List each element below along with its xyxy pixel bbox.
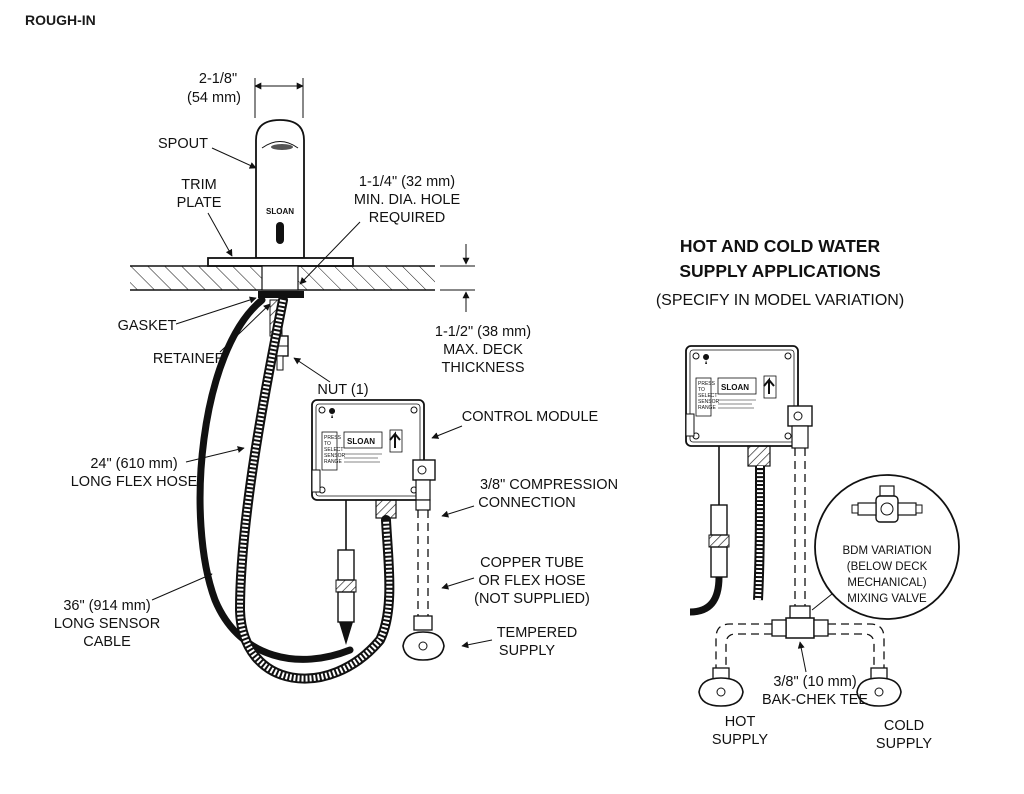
cold-supply-label-1: COLD xyxy=(884,718,924,734)
control-module: PRESS TO SELECT SENSOR RANGE SLOAN xyxy=(311,399,425,501)
tee-label-1: 3/8" (10 mm) xyxy=(773,674,856,690)
compression-label-1: 3/8" COMPRESSION xyxy=(480,477,618,493)
cold-supply-label-2: SUPPLY xyxy=(876,736,932,752)
bdm-label-4: MIXING VALVE xyxy=(847,593,927,605)
retainer-label: RETAINER xyxy=(153,351,225,367)
svg-text:RANGE: RANGE xyxy=(324,459,342,465)
spout-label: SPOUT xyxy=(158,136,208,152)
cable-connector xyxy=(335,549,357,645)
copper-label-3: (NOT SUPPLIED) xyxy=(474,591,590,607)
svg-text:RANGE: RANGE xyxy=(698,405,716,411)
sensor-cable-right xyxy=(689,576,723,616)
control-module-right: PRESS TO SELECT SENSOR RANGE SLOAN xyxy=(685,345,799,447)
module-brand-right: SLOAN xyxy=(721,383,749,392)
tempered-supply-valve xyxy=(402,615,445,661)
hot-cold-title-1: HOT AND COLD WATER xyxy=(680,236,881,256)
sensor-cable-label-3: CABLE xyxy=(83,634,131,650)
copper-label-1: COPPER TUBE xyxy=(480,555,584,571)
compression-fitting xyxy=(412,459,436,511)
bdm-label-2: (BELOW DECK xyxy=(847,561,928,573)
svg-text:SENSOR: SENSOR xyxy=(324,453,346,459)
dim-width-mm-label: (54 mm) xyxy=(187,90,241,106)
bdm-mixing-valve-callout xyxy=(811,474,960,620)
trim-plate xyxy=(207,257,354,267)
copper-label-2: OR FLEX HOSE xyxy=(478,573,585,589)
counter-deck xyxy=(130,265,435,291)
deck-label-1: 1-1/2" (38 mm) xyxy=(435,324,531,340)
gasket-label: GASKET xyxy=(118,318,177,334)
hot-cold-title-2: SUPPLY APPLICATIONS xyxy=(679,261,880,281)
hot-supply-label-2: SUPPLY xyxy=(712,732,768,748)
hole-label-2: MIN. DIA. HOLE xyxy=(354,192,461,208)
faucet-spout: SLOAN xyxy=(255,119,305,259)
section-header: ROUGH-IN xyxy=(25,12,96,28)
control-module-label: CONTROL MODULE xyxy=(462,409,599,425)
gasket xyxy=(258,291,304,298)
svg-text:PRESS: PRESS xyxy=(698,381,716,387)
trim-plate-label-2: PLATE xyxy=(177,195,222,211)
sensor-cable-label-1: 36" (914 mm) xyxy=(63,598,150,614)
tee-label-2: BAK-CHEK TEE xyxy=(762,692,868,708)
svg-text:SELECT: SELECT xyxy=(698,393,717,399)
dim-width-label: 2-1/8" xyxy=(199,71,237,87)
tempered-label-2: SUPPLY xyxy=(499,643,555,659)
flex-hose xyxy=(234,295,395,684)
svg-text:SENSOR: SENSOR xyxy=(698,399,720,405)
svg-text:SELECT: SELECT xyxy=(324,447,343,453)
nut-label: NUT (1) xyxy=(317,382,368,398)
sensor-cable-label-2: LONG SENSOR xyxy=(54,616,160,632)
bdm-label-3: MECHANICAL) xyxy=(847,577,926,589)
bak-chek-tee xyxy=(771,605,829,639)
svg-text:TO: TO xyxy=(698,387,705,393)
cold-supply-valve xyxy=(856,667,902,707)
module-brand: SLOAN xyxy=(347,437,375,446)
deck-label-2: MAX. DECK xyxy=(443,342,523,358)
svg-text:TO: TO xyxy=(324,441,331,447)
flex-hose-label-2: LONG FLEX HOSE xyxy=(71,474,198,490)
tempered-label-1: TEMPERED xyxy=(497,625,578,641)
bdm-label-1: BDM VARIATION xyxy=(842,545,931,557)
hot-supply-valve xyxy=(698,667,744,707)
flex-hose-right xyxy=(753,465,765,601)
compression-label-2: CONNECTION xyxy=(478,495,575,511)
hot-supply-label-1: HOT xyxy=(725,714,756,730)
faucet-brand: SLOAN xyxy=(266,207,294,216)
svg-text:PRESS: PRESS xyxy=(324,435,342,441)
hot-cold-subtitle: (SPECIFY IN MODEL VARIATION) xyxy=(656,292,904,309)
flex-hose-label-1: 24" (610 mm) xyxy=(90,456,177,472)
trim-plate-label-1: TRIM xyxy=(181,177,216,193)
deck-label-3: THICKNESS xyxy=(442,360,525,376)
hole-label-1: 1-1/4" (32 mm) xyxy=(359,174,455,190)
hole-label-3: REQUIRED xyxy=(369,210,446,226)
